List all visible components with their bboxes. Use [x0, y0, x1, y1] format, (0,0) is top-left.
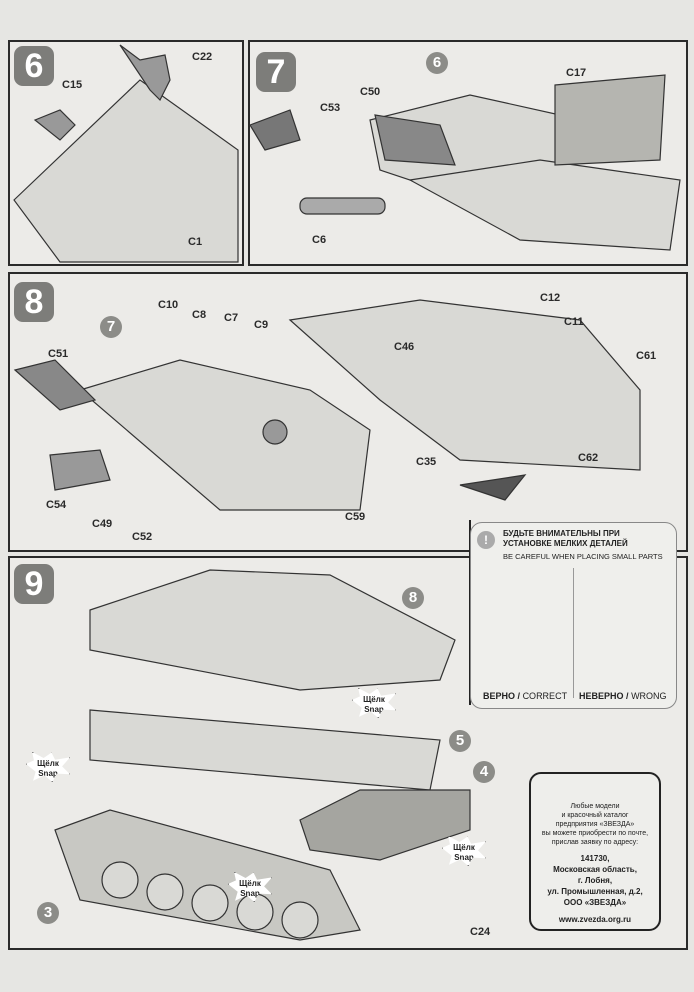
part-label: C22 [192, 51, 213, 63]
tracks-drawing [54, 809, 361, 941]
part-label: C12 [540, 292, 561, 304]
step-number-9: 9 [14, 564, 54, 604]
part-label: C59 [345, 511, 366, 523]
address-line: ООО «ЗВЕЗДА» [563, 898, 627, 907]
part-label: C35 [416, 456, 437, 468]
wrong-caption: НЕВЕРНО / WRONG [579, 691, 667, 701]
address-line: ул. Промышленная, д.2, [547, 887, 643, 896]
part-label: C50 [360, 86, 381, 98]
part-label: C46 [394, 341, 415, 353]
hull-drawing-9-lower [89, 709, 441, 791]
hull-drawing-9-upper [89, 569, 456, 691]
info-line: Любые модели [570, 803, 620, 810]
part-label: C10 [158, 299, 179, 311]
part-label: C62 [578, 452, 599, 464]
part-label: C1 [188, 236, 203, 248]
part-label: C11 [564, 316, 584, 328]
info-line: предприятия «ЗВЕЗДА» [555, 821, 635, 828]
subassembly-marker: 8 [402, 587, 424, 609]
caution-title-en: BE CAREFUL WHEN PLACING SMALL PARTS [503, 552, 663, 561]
part-label: C51 [48, 348, 69, 360]
hull-drawing-8a [78, 359, 371, 511]
subassembly-marker: 5 [449, 730, 471, 752]
part-label: C53 [320, 102, 341, 114]
part-label: C52 [132, 531, 153, 543]
catalog-info-box: Любые модели и красочный каталог предпри… [529, 772, 661, 931]
part-label: C7 [224, 312, 239, 324]
info-line: и красочный каталог [561, 812, 629, 819]
part-label: C49 [92, 518, 113, 530]
info-line: вы можете приобрести по почте, [541, 830, 649, 837]
step-number-6: 6 [14, 46, 54, 86]
part-label: C61 [636, 350, 657, 362]
step-number-7: 7 [256, 52, 296, 92]
address-line: г. Лобня, [577, 876, 613, 885]
address-line: 141730, [580, 854, 610, 863]
part-label: C17 [566, 67, 587, 79]
subassembly-marker: 6 [426, 52, 448, 74]
part-label: C15 [62, 79, 83, 91]
hull-drawing-6 [13, 79, 239, 263]
hull-drawing-8b [288, 299, 641, 471]
correct-caption: ВЕРНО / CORRECT [483, 691, 568, 701]
step-number-8: 8 [14, 282, 54, 322]
part-label: C9 [254, 319, 269, 331]
part-label: C24 [470, 926, 491, 938]
part-label: C6 [312, 234, 327, 246]
subassembly-marker: 4 [473, 761, 495, 783]
subassembly-marker: 7 [100, 316, 122, 338]
part-label: C54 [46, 499, 67, 511]
part-label: C8 [192, 309, 207, 321]
info-line: прислав заявку по адресу: [551, 839, 639, 846]
exclamation-icon: ! [477, 531, 495, 549]
caution-title-ru: БУДЬТЕ ВНИМАТЕЛЬНЫ ПРИ УСТАНОВКЕ МЕЛКИХ … [503, 529, 628, 548]
caution-box: ! БУДЬТЕ ВНИМАТЕЛЬНЫ ПРИ УСТАНОВКЕ МЕЛКИ… [470, 522, 677, 709]
subassembly-marker: 3 [37, 902, 59, 924]
website-link[interactable]: www.zvezda.org.ru [558, 915, 632, 924]
address-line: Московская область, [553, 865, 637, 874]
